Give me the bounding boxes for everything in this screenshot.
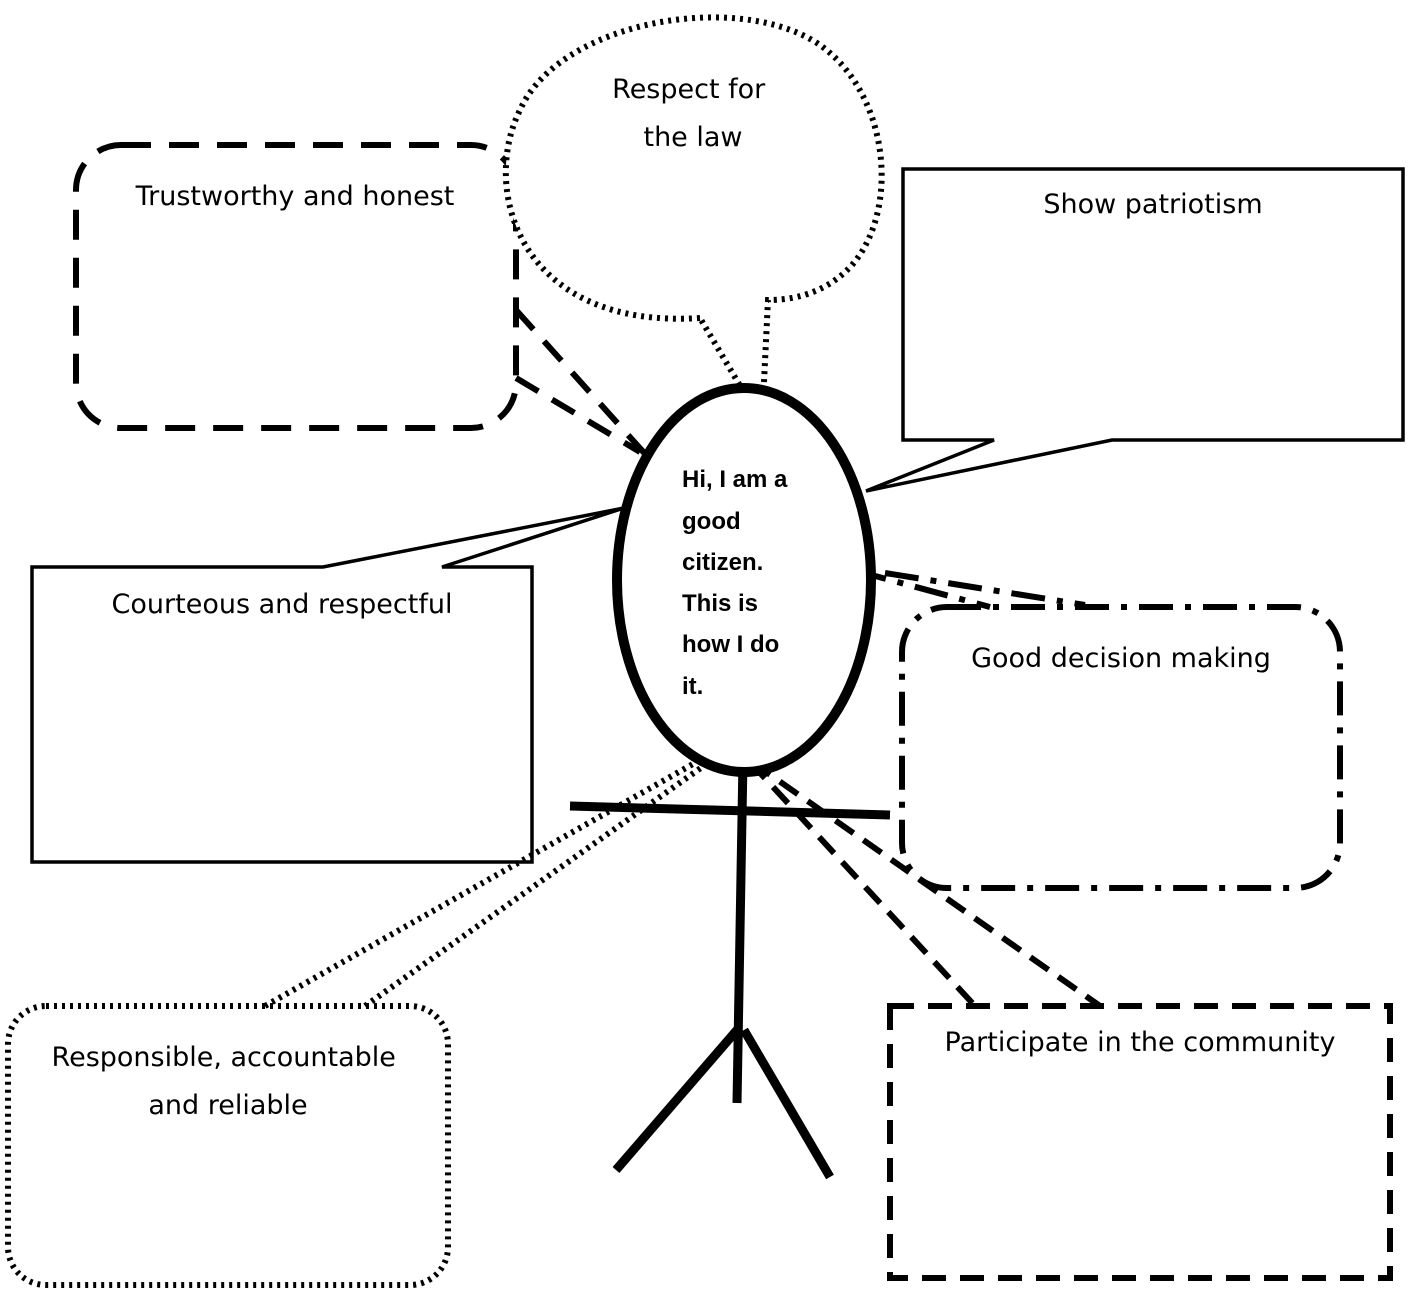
respect-law-label-line-1: Respect for	[612, 74, 766, 105]
trustworthy-box	[73, 142, 519, 431]
center-text-line-5: how I do	[682, 631, 779, 658]
head-oval	[612, 383, 876, 777]
stick-figure-left-leg	[612, 1027, 741, 1173]
center-text-line-3: citizen.	[682, 549, 763, 576]
courteous-label: Courteous and respectful	[112, 589, 453, 620]
trustworthy-pointer	[513, 307, 658, 468]
center-text-line-6: it.	[682, 673, 703, 700]
decision-pointer	[852, 567, 1086, 610]
center-text-line-1: Hi, I am a	[682, 466, 788, 493]
bubble-decision: Good decision making	[852, 567, 1343, 891]
stick-figure-head: Hi, I am a good citizen. This is how I d…	[612, 383, 876, 777]
responsible-label-line-2: and reliable	[148, 1090, 307, 1121]
decision-box	[899, 604, 1343, 891]
stick-figure-right-leg	[740, 1027, 834, 1180]
responsible-label-line-1: Responsible, accountable	[52, 1042, 396, 1073]
community-label-line: Participate in the community	[945, 1027, 1336, 1058]
patriotism-label-line: Show patriotism	[1043, 189, 1262, 220]
bubble-trustworthy: Trustworthy and honest	[73, 142, 658, 468]
stick-figure-arms	[569, 801, 891, 820]
stick-figure	[569, 759, 891, 1180]
center-text: Hi, I am a good citizen. This is how I d…	[682, 466, 794, 700]
community-pointer	[747, 759, 1102, 1009]
patriotism-label: Show patriotism	[1043, 189, 1262, 220]
respect-law-label: Respect for the law	[612, 74, 774, 153]
community-box	[887, 1003, 1393, 1281]
courteous-box	[30, 506, 625, 864]
bubble-courteous: Courteous and respectful	[30, 506, 625, 864]
trustworthy-label: Trustworthy and honest	[135, 181, 455, 212]
decision-label-line: Good decision making	[971, 643, 1271, 674]
bubble-community: Participate in the community	[747, 759, 1393, 1281]
respect-law-bubble	[502, 14, 885, 434]
bubble-respect-law: Respect for the law	[502, 14, 885, 434]
courteous-label-line: Courteous and respectful	[112, 589, 453, 620]
respect-law-label-line-2: the law	[643, 122, 742, 153]
trustworthy-label-line: Trustworthy and honest	[135, 181, 455, 212]
stick-figure-torso	[732, 759, 748, 1104]
decision-label: Good decision making	[971, 643, 1271, 674]
bubble-patriotism: Show patriotism	[865, 167, 1405, 493]
center-text-line-4: This is	[682, 590, 758, 617]
responsible-pointer	[263, 757, 714, 1009]
community-label: Participate in the community	[945, 1027, 1336, 1058]
responsible-label: Responsible, accountable and reliable	[52, 1042, 405, 1121]
bubble-responsible: Responsible, accountable and reliable	[5, 757, 714, 1288]
patriotism-box	[865, 167, 1405, 493]
responsible-box	[5, 1003, 451, 1288]
center-text-line-2: good	[682, 508, 741, 535]
